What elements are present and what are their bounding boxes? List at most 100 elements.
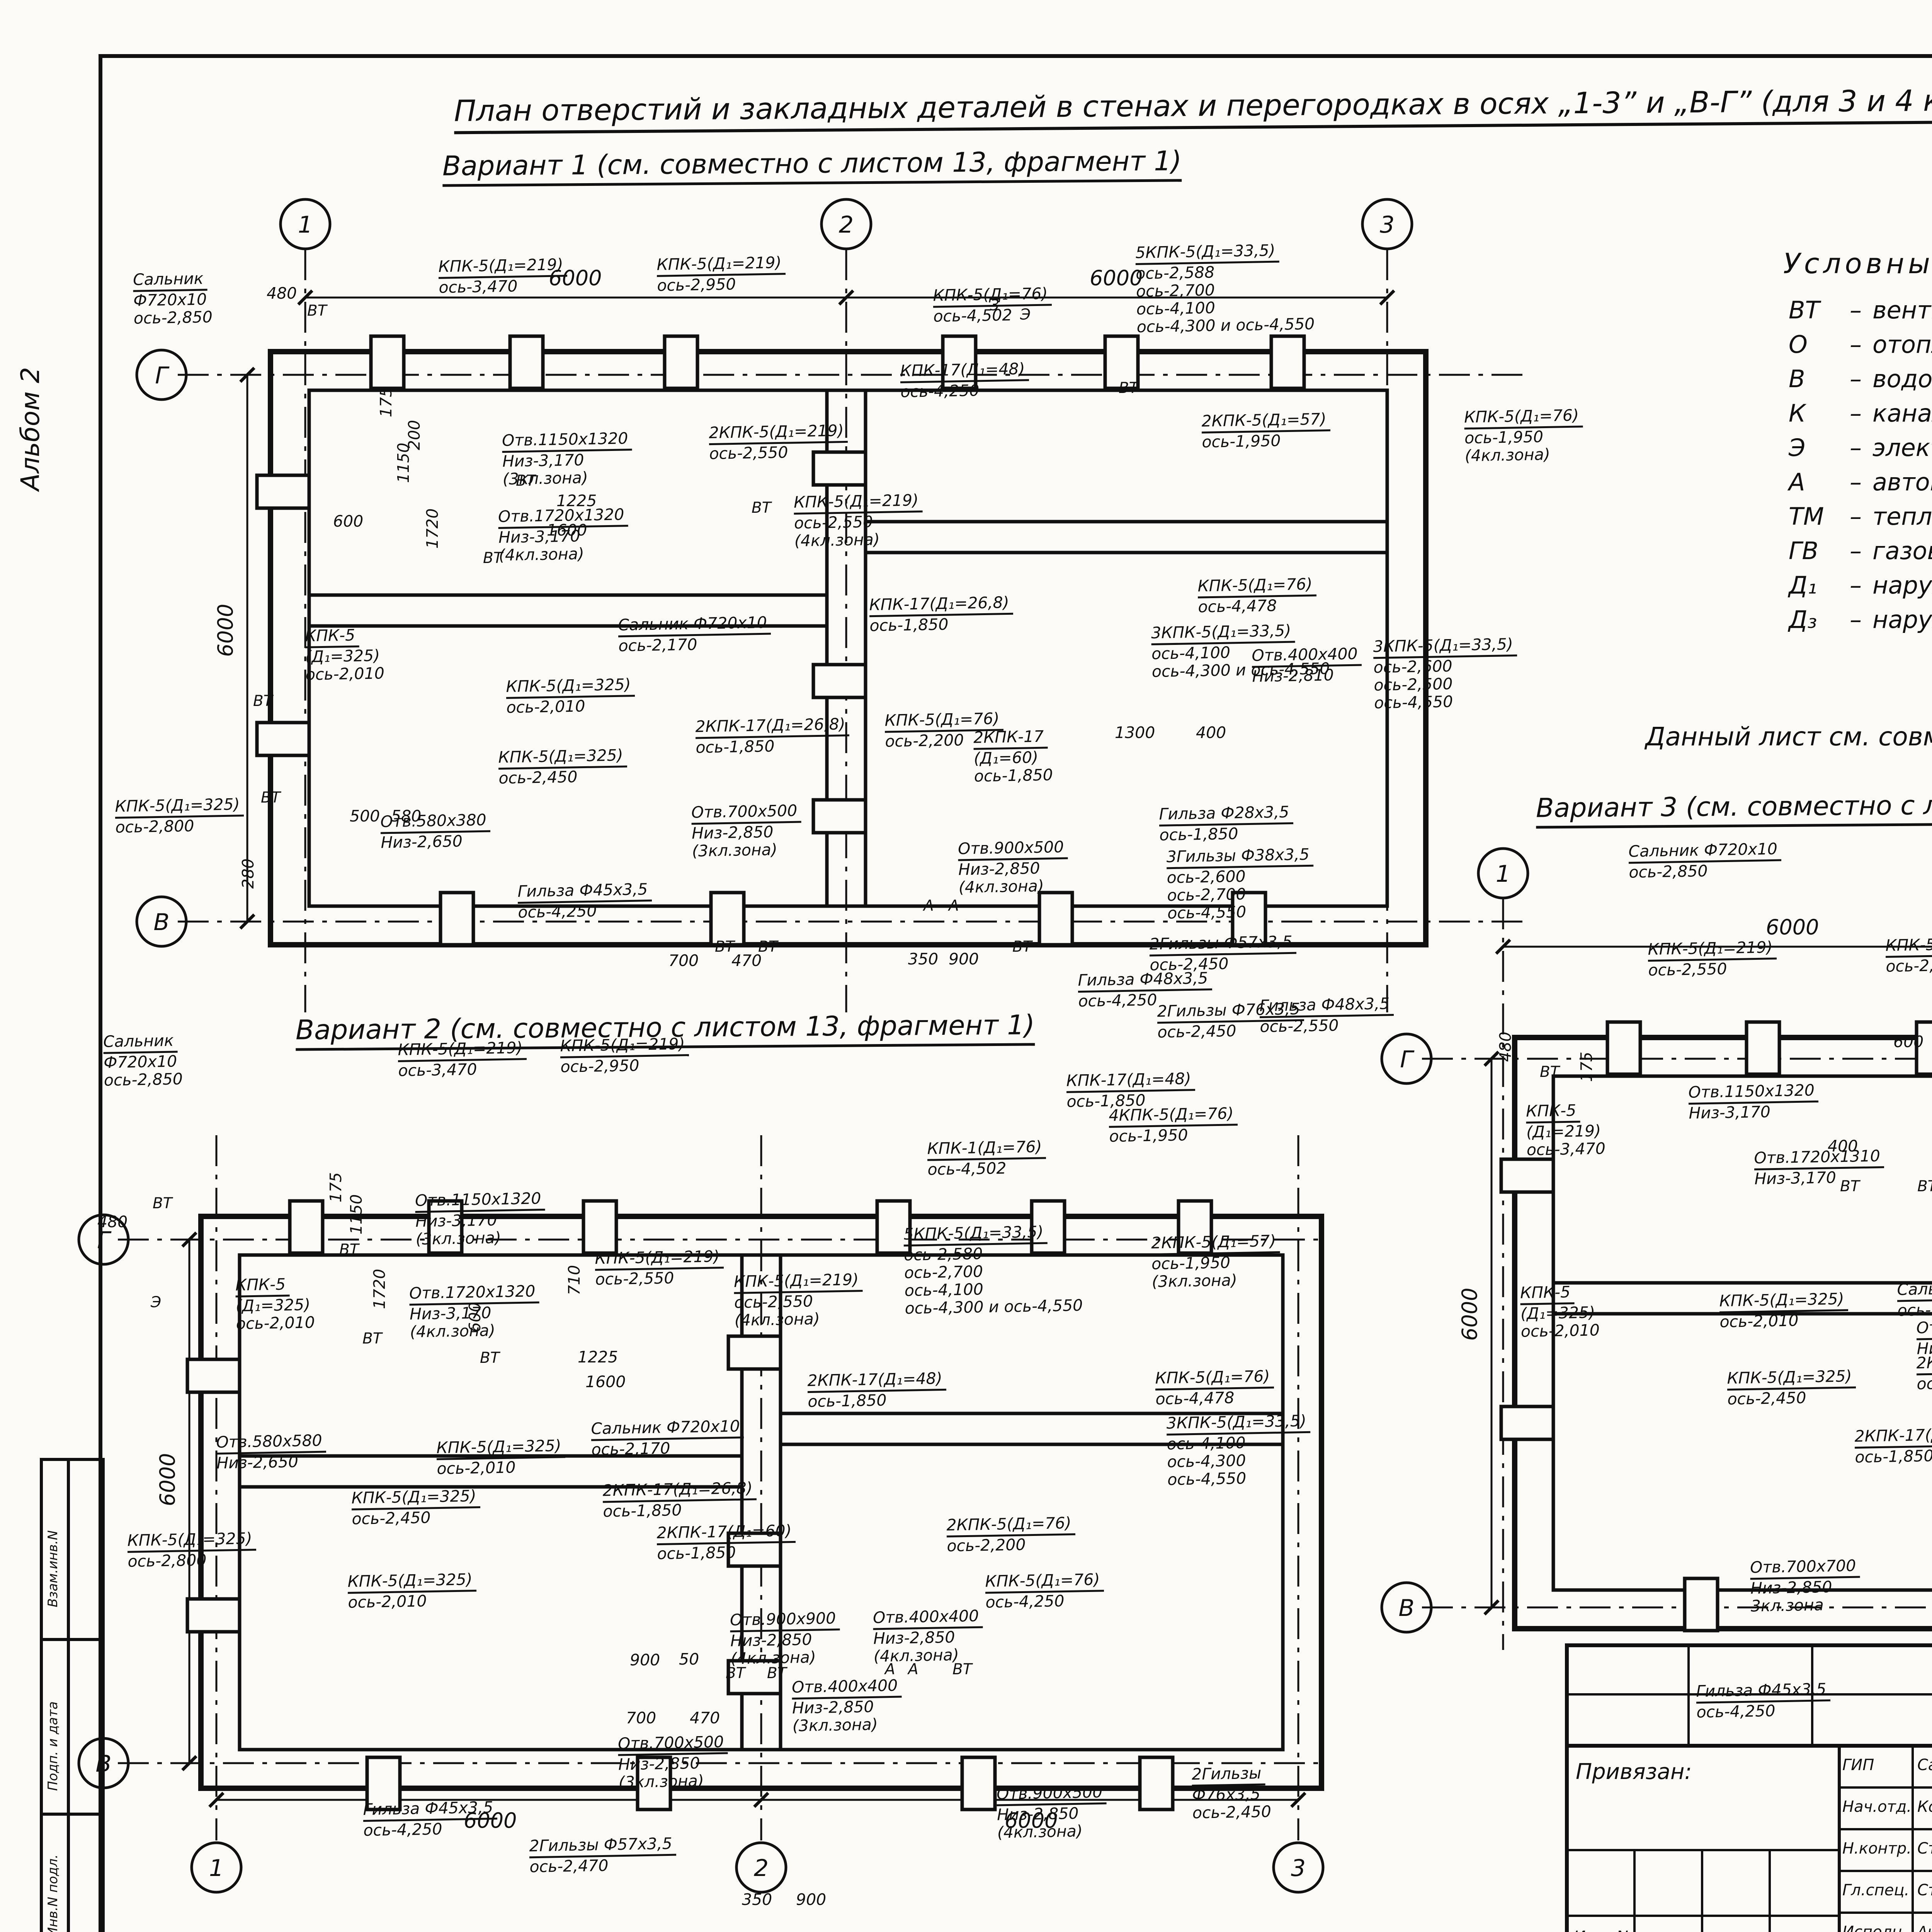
- callout-label: КПК-5(Д₁=325)ось-2,010: [506, 675, 635, 717]
- legend-symbol: К: [1789, 399, 1806, 427]
- legend-label: вентиляция: [1872, 296, 1932, 324]
- callout-label: 2КПК-17(Д₁=26,8)ось-1,850: [1916, 1351, 1932, 1393]
- callout-label: 2КПК-17(Д₁=60) ось-1,850: [973, 727, 1053, 786]
- dimension-label: 6000: [1766, 915, 1819, 939]
- dash-glyph: –: [1850, 502, 1862, 531]
- role: Гл.спец.: [1842, 1881, 1910, 1899]
- dimension-label: 1300: [1115, 723, 1155, 742]
- callout-label: КПК-5(Д₁=219)ось-3,470: [438, 255, 568, 297]
- dash-glyph: –: [1850, 468, 1862, 496]
- legend-label: электрика: [1872, 434, 1932, 462]
- section-letter: Э: [1020, 306, 1031, 323]
- dimension-label: 1720: [423, 508, 442, 549]
- dimension-label: 700: [626, 1709, 656, 1727]
- dash-glyph: –: [1850, 571, 1862, 599]
- callout-label: КПК-5(Д₁=219)ось-2,550: [595, 1247, 724, 1289]
- callout-label: КПК-5(Д₁=325)ось-2,010: [347, 1570, 477, 1612]
- dimension-label: 900: [949, 950, 979, 968]
- callout-label: КПК-17(Д₁=48)ось-4,250: [900, 359, 1029, 401]
- stamp-label: Инв.N подл.: [45, 1854, 61, 1932]
- callout-label: КПК-5(Д₁=325)ось-2,010: [1719, 1289, 1849, 1331]
- dimension-label: 1150: [347, 1194, 366, 1235]
- dimension-label: 580: [391, 807, 422, 825]
- axis-label: В: [95, 1750, 111, 1777]
- role-name: Андроничева: [1917, 1923, 1932, 1932]
- callout-label: КПК-5(Д₁=219)ось-3,470: [398, 1038, 527, 1080]
- dimension-label: 470: [690, 1709, 720, 1727]
- vt-marker: ВТ: [1540, 1063, 1560, 1081]
- vt-marker: ВТ: [715, 938, 735, 956]
- variant3-plan-drawing: 1 2 3 Г В 6000 6000 6000: [1380, 847, 1932, 1650]
- dash-glyph: –: [1850, 434, 1862, 462]
- legend-symbol: ГВ: [1789, 537, 1819, 565]
- dimension-label: 350: [742, 1890, 772, 1909]
- legend-symbol: О: [1789, 330, 1808, 359]
- dimension-label: 480: [1496, 1031, 1515, 1062]
- dimension-label: 600: [466, 1302, 484, 1332]
- callout-label: КПК-5(Д₁=325) ось-2,010: [235, 1275, 315, 1333]
- section-letter: А: [949, 897, 959, 915]
- callout-label: 2КПК-17(Д₁=26,8)ось-1,850: [602, 1479, 757, 1520]
- callout-label: КПК-5(Д₁=325)ось-2,450: [1727, 1367, 1856, 1408]
- axis-label: 2: [754, 1855, 769, 1882]
- stamp-row: Подп. и дата: [43, 1641, 102, 1816]
- dimension-label: 6000: [1458, 1288, 1482, 1341]
- callout-label: КПК-5(Д₁=219) ось-3,470: [1526, 1101, 1606, 1159]
- legend-label: теплотехника: [1872, 502, 1932, 531]
- axis-label: В: [153, 909, 169, 936]
- legend-title: Условные обозначения: [1783, 247, 1932, 280]
- legend-label: наружный диаметр: [1872, 571, 1932, 599]
- callout-label: КПК-5(Д₁=219)ось-2,950: [1885, 934, 1932, 976]
- vt-marker: ВТ: [952, 1661, 972, 1678]
- axis-label: 3: [1380, 211, 1395, 238]
- dimension-label: 6000: [464, 1808, 517, 1833]
- dimension-label: 480: [97, 1213, 128, 1231]
- vt-marker: ВТ: [261, 789, 281, 806]
- axis-label: Г: [155, 362, 170, 389]
- dimension-label: 350: [908, 950, 939, 968]
- vt-marker: ВТ: [307, 302, 327, 320]
- vt-marker: ВТ: [339, 1241, 359, 1259]
- dimension-label: 900: [630, 1651, 660, 1669]
- callout-label: КПК-5(Д₁=219)ось-2,550 (4кл.зона): [734, 1270, 863, 1330]
- dimension-label: 900: [796, 1890, 827, 1909]
- title-block-grid: [1565, 1643, 1932, 1932]
- callout-label: 2КПК-17(Д₁=48)ось-1,850: [807, 1369, 947, 1411]
- dash-glyph: –: [1850, 399, 1862, 427]
- stamp-label: Взам.инв.N: [45, 1530, 61, 1607]
- legend-label: газовыхлоп: [1872, 537, 1932, 565]
- axis-label: 1: [1496, 861, 1510, 888]
- axis-label: 1: [209, 1855, 224, 1882]
- axis-label: 3: [1291, 1855, 1306, 1882]
- legend: Условные обозначения ВТ–вентиляция О–ото…: [1783, 247, 1932, 637]
- dash-glyph: –: [1850, 605, 1862, 634]
- callout-label: 3КПК-5(Д₁=33,5)ось-2,600 ось-2,500 ось-4…: [1373, 635, 1518, 712]
- dimension-label: 1600: [547, 521, 587, 539]
- callout-label: КПК-17(Д₁=26,8)ось-1,850: [869, 593, 1014, 635]
- callout-label: КПК-5(Д₁=219)ось-2,550 (4кл.зона): [794, 491, 923, 550]
- vt-marker: ВТ: [153, 1195, 172, 1212]
- dimension-label: 480: [267, 284, 297, 303]
- section-letter: А: [923, 897, 934, 915]
- legend-symbol: ТМ: [1789, 502, 1824, 531]
- callout-label: КПК-5(Д₁=76)ось-4,250: [985, 1570, 1104, 1612]
- axis-label: 1: [298, 211, 313, 238]
- role: Нач.отд.: [1842, 1798, 1912, 1816]
- dimension-label: 400: [1828, 1137, 1858, 1155]
- callout-label: КПК-17(Д₁=48)ось-1,850: [1066, 1069, 1196, 1111]
- legend-symbol: Д₁: [1789, 571, 1817, 599]
- dimension-label: 1720: [370, 1269, 389, 1309]
